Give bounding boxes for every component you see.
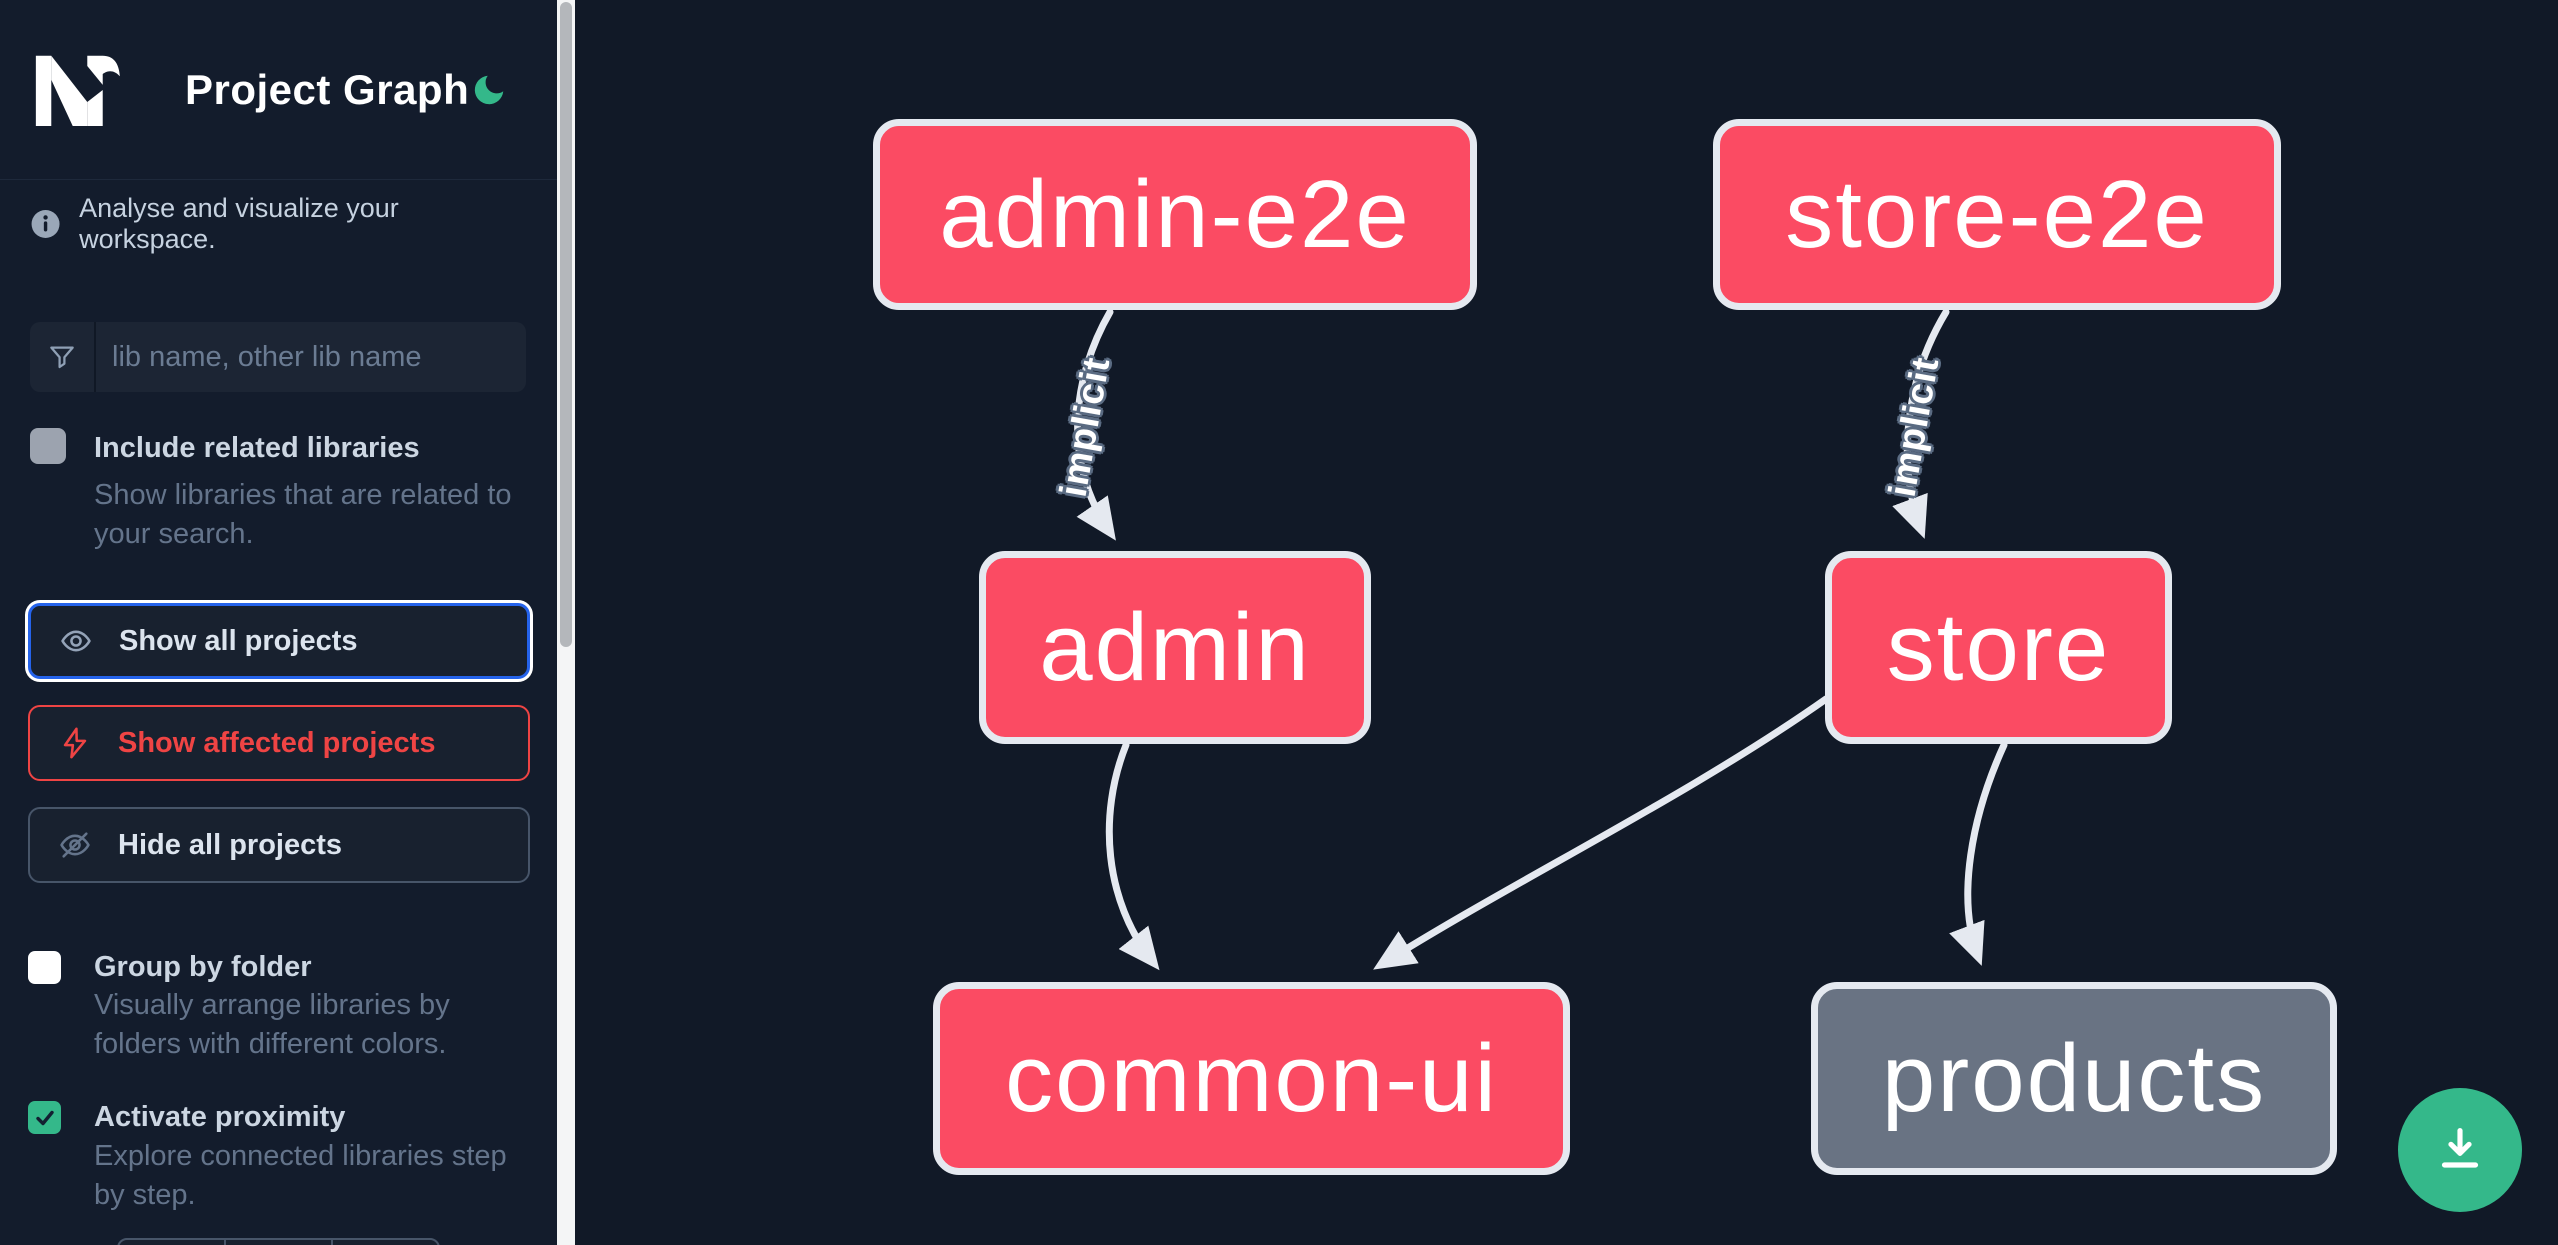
nx-logo-icon bbox=[35, 55, 120, 126]
tagline-text: Analyse and visualize your workspace. bbox=[79, 193, 399, 254]
graph-node-store-e2e[interactable]: store-e2e bbox=[1713, 119, 2281, 310]
group-by-folder-checkbox[interactable] bbox=[28, 951, 61, 984]
stepper-segment[interactable] bbox=[333, 1240, 438, 1245]
funnel-icon bbox=[50, 346, 74, 369]
edge-store-common-ui bbox=[1373, 695, 1830, 970]
moon-icon bbox=[474, 75, 504, 105]
sidebar-scrollbar-track[interactable] bbox=[557, 0, 575, 1245]
filter-icon-cell bbox=[30, 322, 96, 392]
lightning-icon bbox=[63, 727, 87, 759]
edge-store-products bbox=[1949, 741, 2008, 966]
edge-admin-e2e-admin bbox=[1074, 308, 1116, 541]
sidebar: Project Graph Analyse and visualize your… bbox=[0, 0, 557, 1245]
activate-proximity-description: Explore connected libraries step by step… bbox=[94, 1140, 507, 1211]
sidebar-scrollbar-thumb[interactable] bbox=[560, 2, 572, 647]
activate-proximity-label: Activate proximity bbox=[94, 1101, 346, 1133]
show-affected-projects-button[interactable]: Show affected projects bbox=[28, 705, 530, 781]
stepper-segment[interactable] bbox=[119, 1240, 226, 1245]
theme-toggle-button[interactable] bbox=[470, 70, 510, 110]
group-by-folder-description: Visually arrange libraries by folders wi… bbox=[94, 989, 450, 1060]
graph-node-products[interactable]: products bbox=[1811, 982, 2337, 1175]
show-all-projects-button[interactable]: Show all projects bbox=[28, 603, 530, 679]
workspace-tagline: Analyse and visualize your workspace. bbox=[30, 193, 530, 254]
hide-all-projects-label: Hide all projects bbox=[118, 828, 343, 861]
edge-store-e2e-store bbox=[1892, 308, 1950, 539]
include-related-checkbox[interactable] bbox=[30, 428, 66, 464]
download-icon bbox=[2441, 1128, 2479, 1168]
graph-node-store[interactable]: store bbox=[1825, 551, 2172, 744]
download-graph-button[interactable] bbox=[2398, 1088, 2522, 1212]
activate-proximity-checkbox[interactable] bbox=[28, 1101, 61, 1134]
page-title: Project Graph bbox=[185, 66, 470, 113]
stepper-segment[interactable] bbox=[226, 1240, 333, 1245]
show-all-projects-label: Show all projects bbox=[119, 624, 358, 657]
sidebar-header: Project Graph bbox=[0, 0, 557, 180]
graph-node-admin-e2e[interactable]: admin-e2e bbox=[873, 119, 1477, 310]
check-icon bbox=[35, 1110, 54, 1125]
hide-all-projects-button[interactable]: Hide all projects bbox=[28, 807, 530, 883]
info-icon bbox=[31, 210, 60, 238]
search-input[interactable] bbox=[96, 322, 526, 392]
show-affected-projects-label: Show affected projects bbox=[118, 726, 436, 759]
eye-off-icon bbox=[60, 832, 90, 858]
proximity-depth-stepper[interactable] bbox=[117, 1238, 440, 1245]
include-related-label: Include related libraries bbox=[94, 432, 420, 464]
project-filter bbox=[30, 322, 526, 392]
edge-admin-common-ui bbox=[1105, 741, 1160, 971]
include-related-description: Show libraries that are related to your … bbox=[94, 479, 512, 550]
graph-node-common-ui[interactable]: common-ui bbox=[933, 982, 1570, 1175]
group-by-folder-label: Group by folder bbox=[94, 951, 312, 983]
eye-icon bbox=[61, 630, 91, 652]
graph-node-admin[interactable]: admin bbox=[979, 551, 1371, 744]
